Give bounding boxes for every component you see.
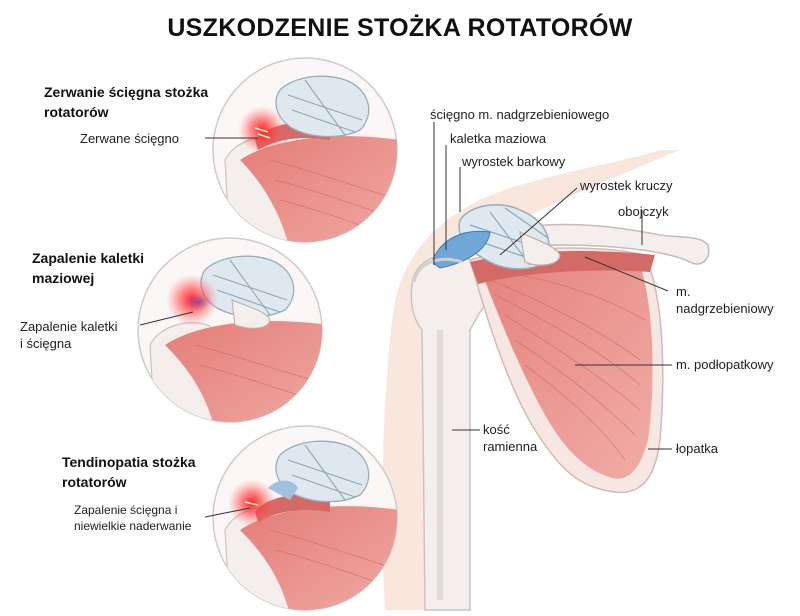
inset-tendinopathy <box>204 425 398 611</box>
label-supraspinatus-line2: nadgrzebieniowy <box>676 301 774 316</box>
inset-3-heading: Tendinopatia stożka rotatorów <box>62 452 196 492</box>
label-acromion: wyrostek barkowy <box>462 154 566 169</box>
inset-2-label-line2: i ścięgna <box>20 336 72 351</box>
inset-3-label: Zapalenie ścięgna i niewielkie naderwani… <box>74 502 191 534</box>
inset-tendon-tear <box>205 57 398 243</box>
page-title: USZKODZENIE STOŻKA ROTATORÓW <box>167 14 633 42</box>
inset-1-label: Zerwane ścięgno <box>80 131 179 146</box>
inset-1-heading: Zerwanie ścięgna stożka rotatorów <box>44 82 208 122</box>
inset-2-heading-line2: maziowej <box>32 270 95 286</box>
label-humerus-line2: ramienna <box>483 439 538 454</box>
inset-2-label: Zapalenie kaletki i ścięgna <box>20 318 118 352</box>
label-supraspinatus-line1: m. <box>676 284 691 299</box>
label-humerus: kość ramienna <box>483 421 537 455</box>
inset-3-label-line2: niewielkie naderwanie <box>74 519 192 533</box>
label-scapula: łopatka <box>676 441 718 456</box>
inset-1-heading-line2: rotatorów <box>44 104 109 120</box>
inset-2-heading-line1: Zapalenie kaletki <box>32 250 145 266</box>
clavicle-bone <box>494 223 710 265</box>
main-shoulder <box>382 150 710 611</box>
inset-3-heading-line1: Tendinopatia stożka <box>62 454 196 470</box>
inset-3-heading-line2: rotatorów <box>62 474 127 490</box>
inset-2-heading: Zapalenie kaletki maziowej <box>32 248 144 288</box>
label-supraspinatus-muscle: m. nadgrzebieniowy <box>676 283 774 317</box>
label-bursa: kaletka maziowa <box>450 131 547 146</box>
subscapularis-muscle <box>480 257 653 479</box>
inset-3-label-line1: Zapalenie ścięgna i <box>74 503 178 517</box>
label-coracoid: wyrostek kruczy <box>580 178 673 193</box>
label-humerus-line1: kość <box>483 422 510 437</box>
label-supraspinatus-tendon: ścięgno m. nadgrzebieniowego <box>430 107 610 122</box>
leader-lines <box>433 122 672 450</box>
label-subscapularis: m. podłopatkowy <box>676 357 774 372</box>
inset-bursitis <box>137 237 323 423</box>
label-clavicle: obojczyk <box>618 204 669 219</box>
inset-1-heading-line1: Zerwanie ścięgna stożka <box>44 84 209 100</box>
inset-2-label-line1: Zapalenie kaletki <box>20 319 118 334</box>
